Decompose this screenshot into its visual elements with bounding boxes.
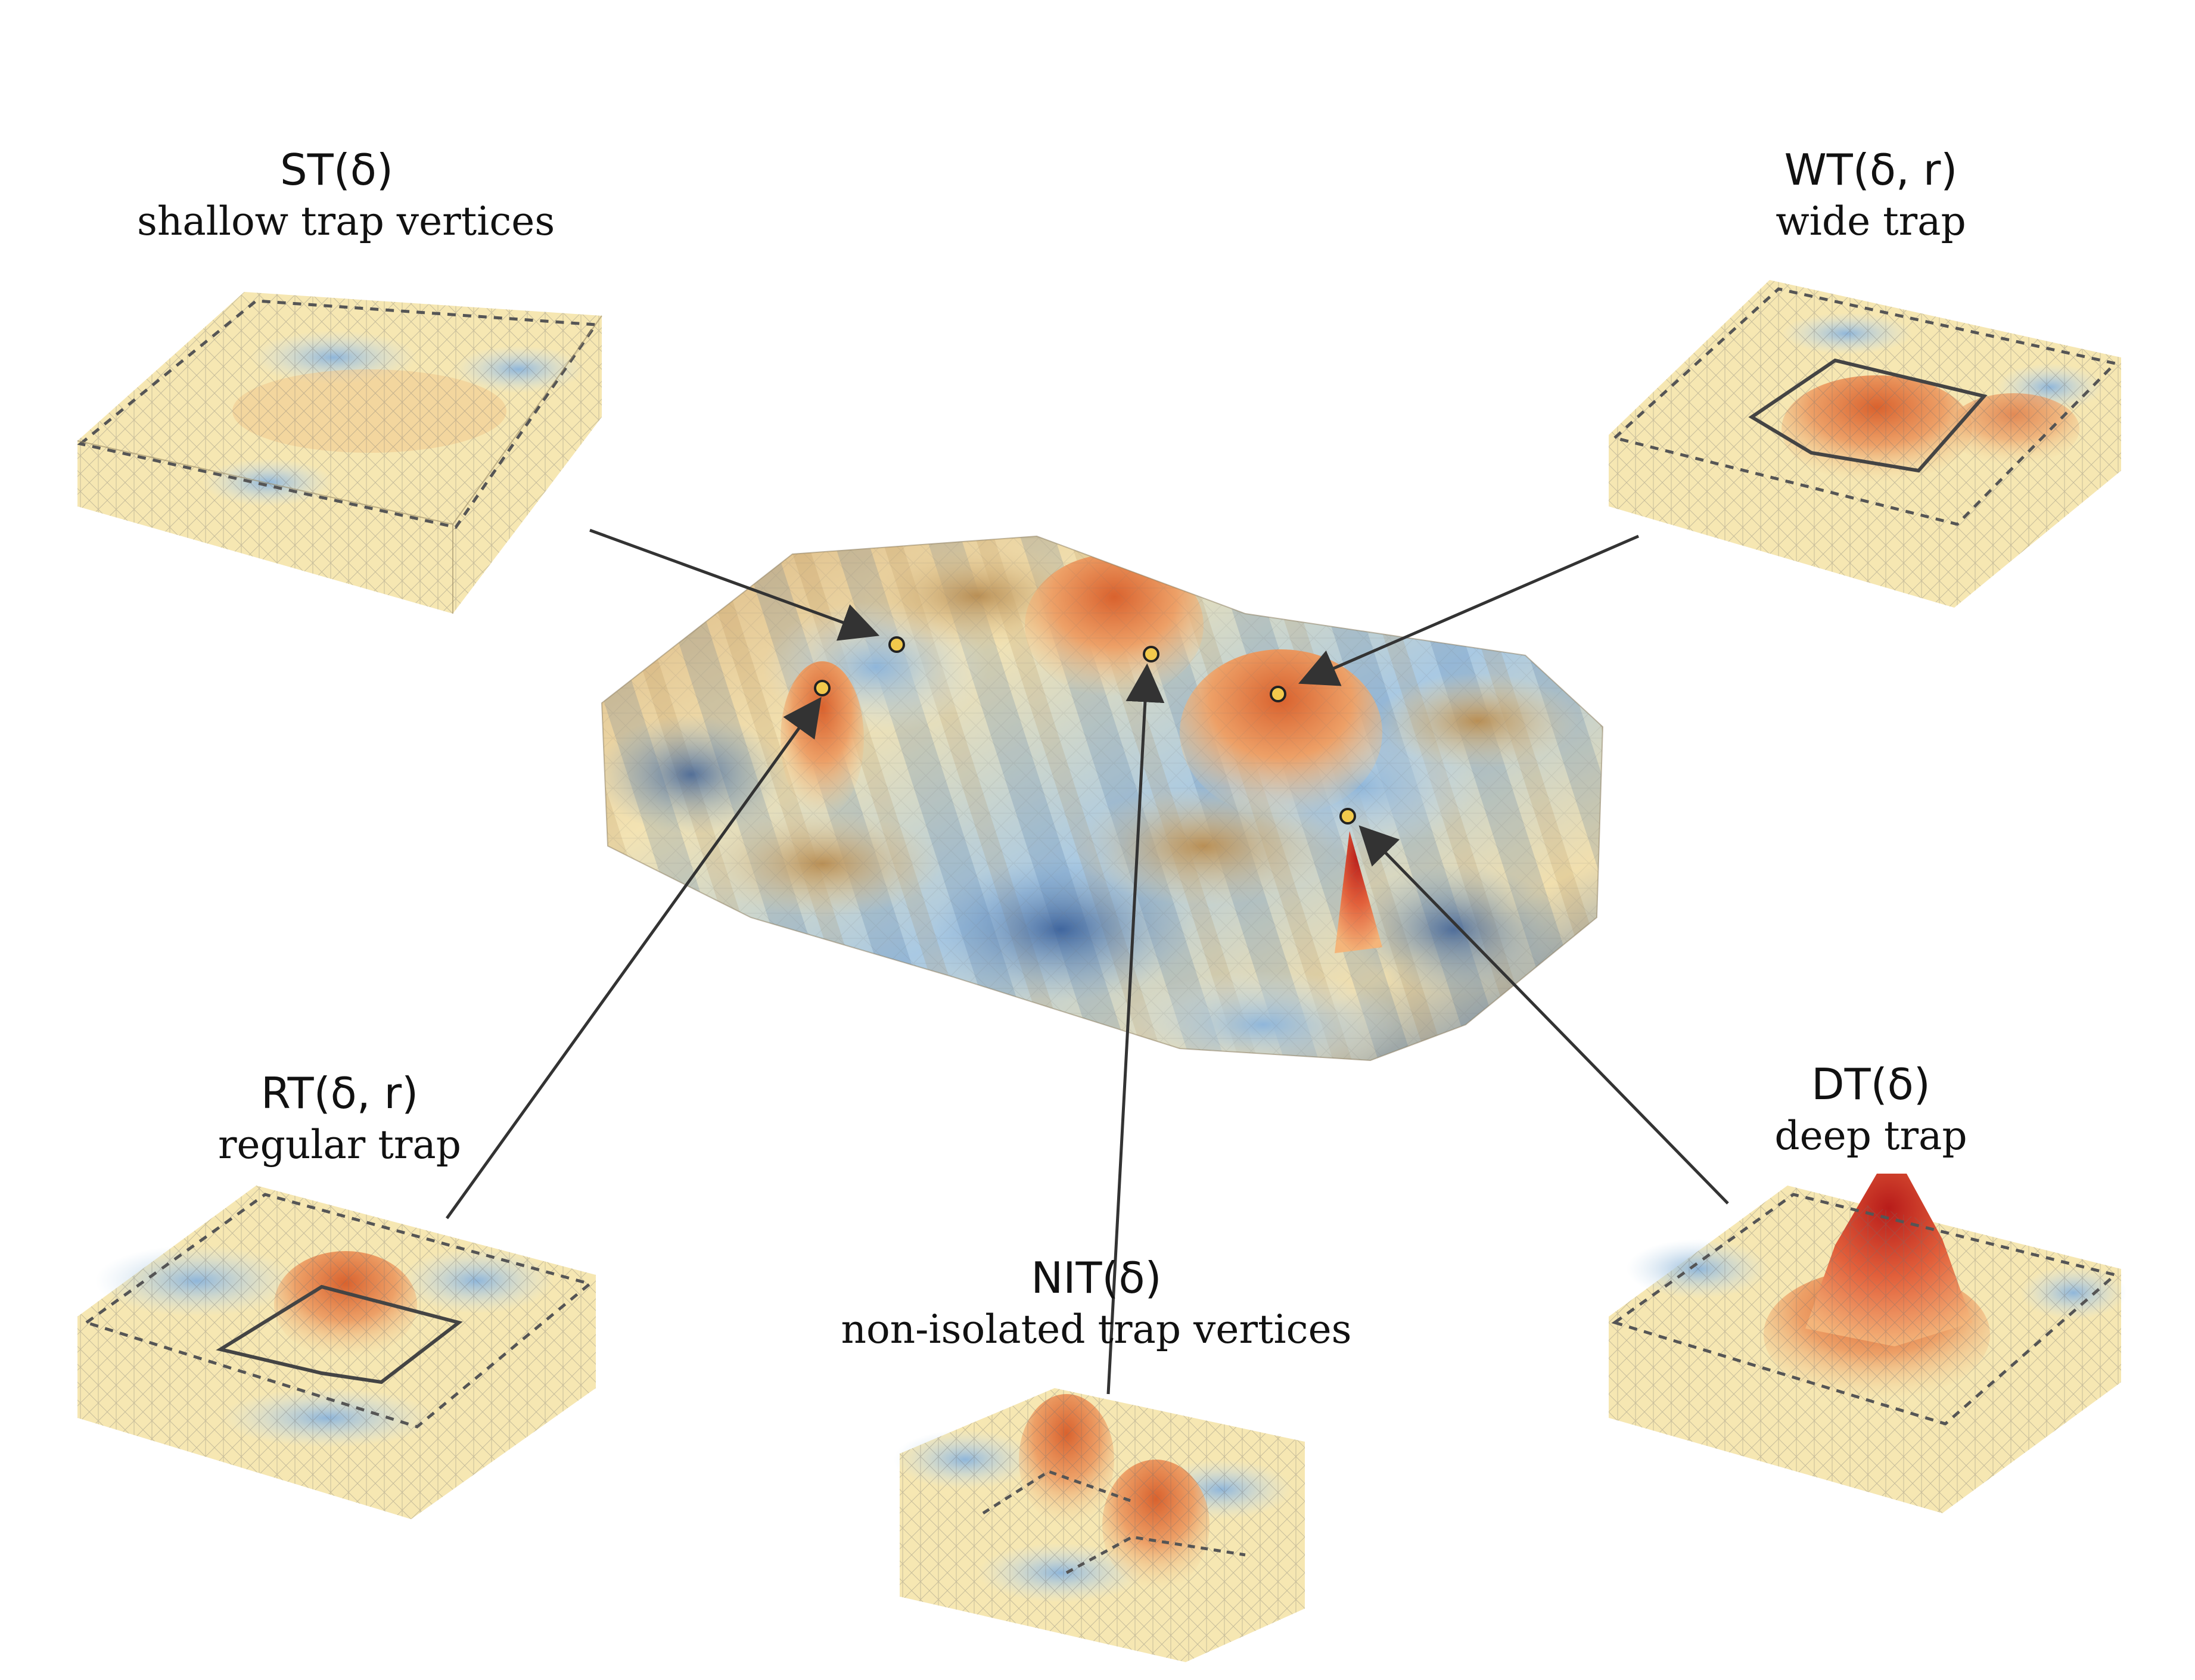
label-rt: RT(δ, r) regular trap (185, 1066, 495, 1170)
marker-nit (1143, 646, 1159, 662)
arrow-wt (1298, 534, 1639, 686)
label-nit-symbol: NIT(δ) (1031, 1253, 1162, 1303)
marker-st (888, 636, 905, 653)
trap-markers (814, 636, 1356, 825)
marker-wt (1270, 686, 1286, 702)
panel-wt-surface (1609, 280, 2121, 608)
label-rt-description: regular trap (217, 1122, 462, 1168)
label-wt-symbol: WT(δ, r) (1784, 145, 1958, 195)
arrow-st (589, 528, 880, 641)
panel-dt-surface (1609, 1174, 2127, 1513)
label-st: ST(δ) shallow trap vertices (137, 143, 555, 247)
panel-rt-surface (77, 1186, 596, 1519)
label-st-description: shallow trap vertices (137, 198, 555, 244)
label-dt-symbol: DT(δ) (1811, 1059, 1930, 1109)
label-dt: DT(δ) deep trap (1746, 1057, 1996, 1161)
label-wt-description: wide trap (1776, 198, 1966, 244)
marker-dt (1339, 808, 1356, 825)
panel-nit-surface (894, 1388, 1305, 1662)
panel-st-surface (77, 292, 602, 614)
label-rt-symbol: RT(δ, r) (260, 1068, 419, 1118)
label-nit: NIT(δ) non-isolated trap vertices (834, 1251, 1358, 1355)
label-dt-description: deep trap (1774, 1113, 1967, 1159)
arrow-dt (1358, 825, 1729, 1205)
label-st-symbol: ST(δ) (280, 145, 393, 195)
marker-rt (814, 680, 831, 696)
arrow-rt (445, 696, 822, 1219)
arrows (445, 528, 1729, 1395)
label-nit-description: non-isolated trap vertices (841, 1306, 1352, 1352)
label-wt: WT(δ, r) wide trap (1716, 143, 2026, 247)
arrow-nit (1106, 663, 1165, 1395)
